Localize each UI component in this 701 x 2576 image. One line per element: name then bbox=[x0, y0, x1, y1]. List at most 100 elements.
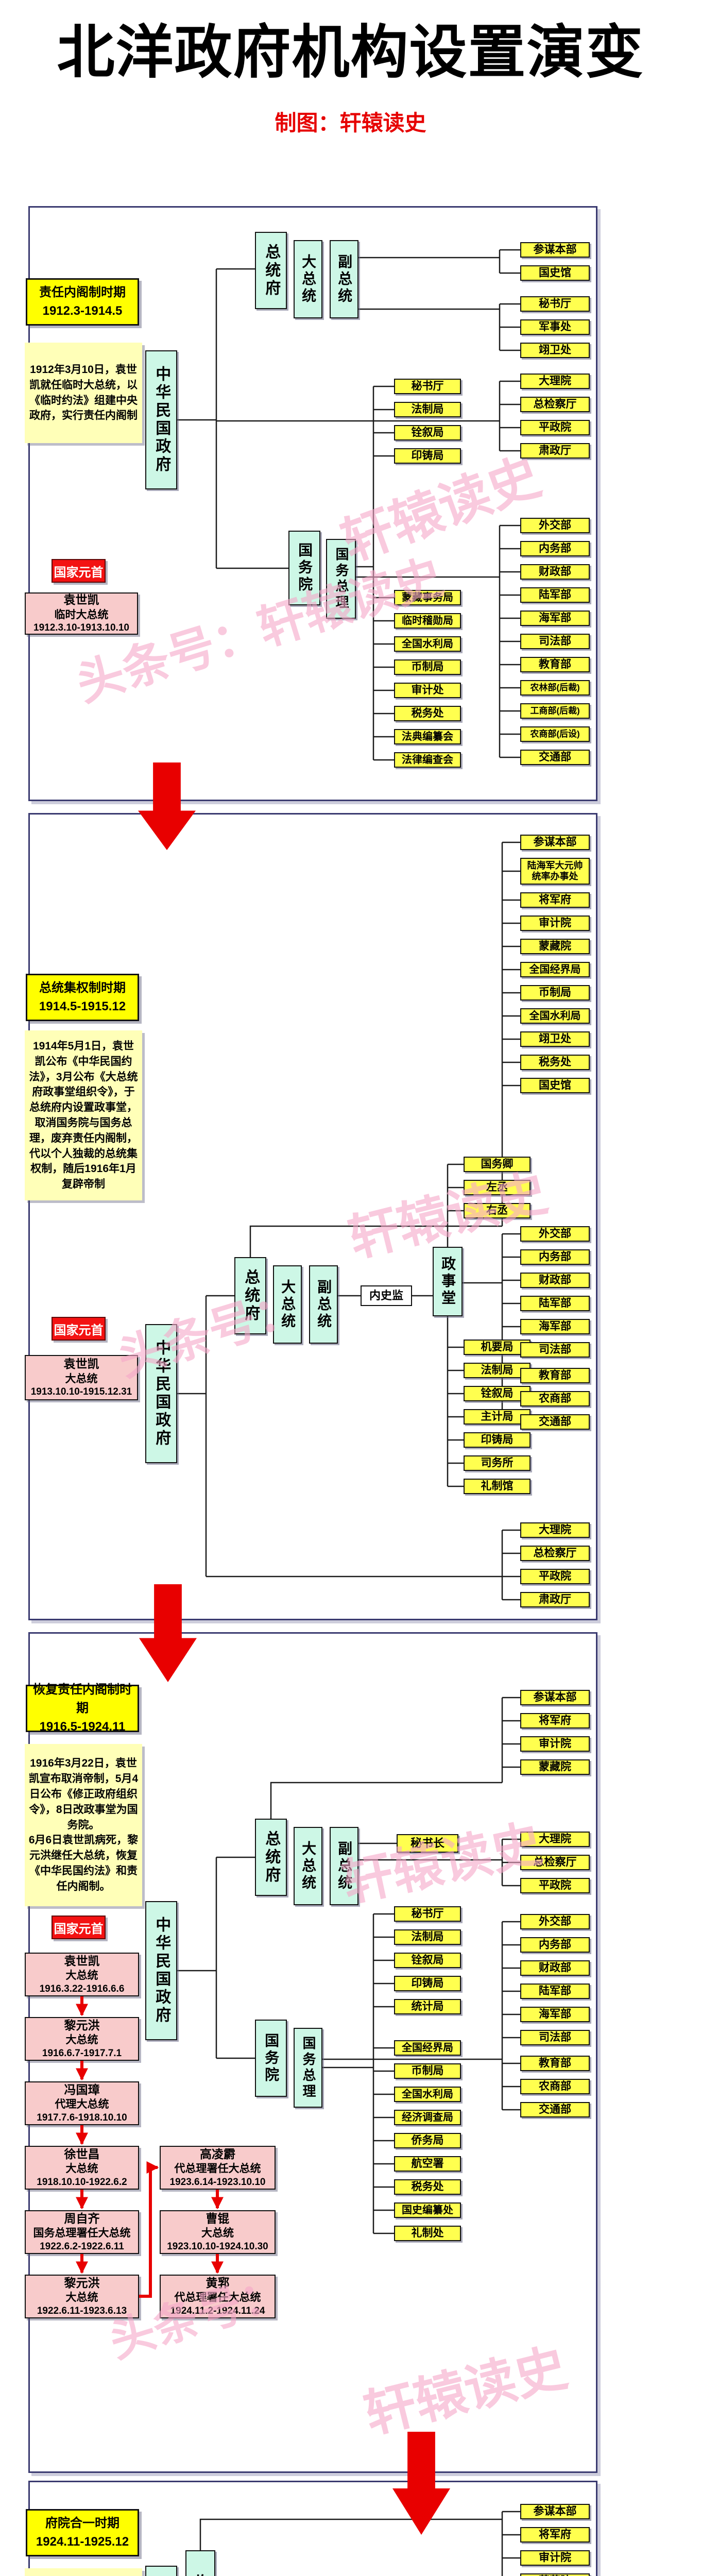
org-box: 铨叙局 bbox=[464, 1386, 531, 1401]
gov-box: 临时执政 bbox=[185, 2550, 215, 2576]
gov-box: 大总统 bbox=[294, 240, 322, 318]
org-box: 教育部 bbox=[520, 2056, 590, 2071]
gov-box: 副总统 bbox=[309, 1265, 338, 1344]
org-box: 航空署 bbox=[394, 2156, 461, 2172]
org-box: 税务处 bbox=[394, 706, 461, 721]
org-box: 参谋本部 bbox=[520, 1690, 590, 1705]
president-line: 大总统 bbox=[65, 2163, 98, 2175]
gov-box: 中华民国临时政府 bbox=[145, 2566, 177, 2576]
org-box: 统计局 bbox=[394, 1999, 461, 2014]
org-box: 全国经界局 bbox=[520, 962, 590, 977]
org-box: 税务处 bbox=[520, 1055, 590, 1070]
president-line: 国务总理署任大总统 bbox=[33, 2227, 131, 2240]
org-box: 礼制馆 bbox=[464, 1479, 531, 1494]
president-line: 1924.11.2-1924.11.24 bbox=[170, 2305, 265, 2316]
gov-box: 国务院 bbox=[255, 2020, 287, 2097]
president-line: 高凌霨 bbox=[200, 2147, 235, 2161]
org-box: 国务卿 bbox=[464, 1157, 531, 1172]
gov-box: 总统府 bbox=[255, 232, 287, 309]
section-frame bbox=[28, 813, 597, 1620]
org-box: 秘书厅 bbox=[520, 296, 590, 312]
org-box: 蒙藏院 bbox=[520, 939, 590, 954]
org-box: 农商部 bbox=[520, 1391, 590, 1406]
org-box: 全国水利局 bbox=[394, 2087, 461, 2102]
org-box: 翊卫处 bbox=[520, 1031, 590, 1047]
org-box: 币制局 bbox=[394, 659, 461, 675]
president-line: 代总理署任大总统 bbox=[174, 2292, 261, 2304]
org-box: 内务部 bbox=[520, 1937, 590, 1953]
president-line: 1918.10.10-1922.6.2 bbox=[37, 2176, 127, 2188]
org-box: 参谋本部 bbox=[520, 242, 590, 258]
page-subtitle: 制图：轩辕读史 bbox=[275, 111, 426, 135]
org-box: 海军部 bbox=[520, 2007, 590, 2022]
president-line: 1922.6.11-1923.6.13 bbox=[37, 2305, 127, 2316]
president-line: 1917.7.6-1918.10.10 bbox=[37, 2112, 127, 2123]
page-title: 北洋政府机构设置演变 bbox=[57, 20, 644, 84]
org-box: 将军府 bbox=[520, 1713, 590, 1728]
org-box: 司务所 bbox=[464, 1455, 531, 1471]
org-box: 总检察厅 bbox=[520, 1546, 590, 1561]
desc-box: 1916年3月22日，袁世凯宣布取消帝制，5月4日公布《修正政府组织令》，8日改… bbox=[25, 1744, 142, 1906]
org-box-line: 陆海军大元帅 bbox=[527, 860, 583, 871]
org-box: 参谋本部 bbox=[520, 835, 590, 850]
period-line: 1916.5-1924.11 bbox=[39, 1720, 126, 1734]
org-box: 财政部 bbox=[520, 1273, 590, 1288]
president-line: 1916.3.22-1916.6.6 bbox=[39, 1983, 125, 1994]
president-line: 1923.10.10-1924.10.30 bbox=[167, 2241, 268, 2252]
org-box: 翊卫处 bbox=[520, 343, 590, 358]
white-box: 内史监 bbox=[361, 1285, 412, 1306]
desc-box: 1914年5月1日，袁世凯公布《中华民国约法》，3月公布《大总统府政事堂组织令》… bbox=[25, 1030, 142, 1200]
org-box: 秘书厅 bbox=[394, 1906, 461, 1922]
org-box: 外交部 bbox=[520, 518, 590, 533]
org-box: 财政部 bbox=[520, 1960, 590, 1976]
org-box: 蒙藏事务局 bbox=[394, 590, 461, 605]
president-line: 临时大总统 bbox=[54, 608, 109, 621]
president-line: 冯国璋 bbox=[64, 2082, 100, 2096]
period-line: 府院合一时期 bbox=[45, 2516, 119, 2530]
org-box: 币制局 bbox=[520, 985, 590, 1001]
org-box: 全国水利局 bbox=[520, 1008, 590, 1024]
org-box: 海军部 bbox=[520, 1319, 590, 1334]
gov-box: 副总统 bbox=[330, 240, 358, 318]
org-box: 国史馆 bbox=[520, 1078, 590, 1093]
president-line: 大总统 bbox=[65, 2292, 98, 2304]
period-line: 责任内阁制时期 bbox=[39, 285, 126, 299]
org-box: 内务部 bbox=[520, 1249, 590, 1265]
president-line: 曹锟 bbox=[206, 2211, 230, 2225]
org-box: 交通部 bbox=[520, 2102, 590, 2117]
president-line: 黎元洪 bbox=[64, 2018, 100, 2032]
org-box: 陆海军大元帅统率办事处 bbox=[520, 858, 590, 885]
org-box: 外交部 bbox=[520, 1914, 590, 1929]
org-box: 临时稽勋局 bbox=[394, 613, 461, 629]
org-box: 外交部 bbox=[520, 1226, 590, 1242]
gov-box: 国务院 bbox=[288, 531, 320, 605]
president-line: 袁世凯 bbox=[63, 1357, 99, 1371]
org-box: 司法部 bbox=[520, 2030, 590, 2045]
president-line: 大总统 bbox=[201, 2227, 234, 2240]
org-box: 教育部 bbox=[520, 657, 590, 672]
org-box: 交通部 bbox=[520, 1414, 590, 1430]
head-of-state-label: 国家元首 bbox=[52, 1317, 106, 1341]
president-line: 1912.3.10-1913.10.10 bbox=[33, 622, 129, 634]
org-box: 法典编纂会 bbox=[394, 729, 461, 744]
section-frame bbox=[28, 206, 597, 801]
org-box: 机要局 bbox=[464, 1340, 531, 1355]
org-box: 平政院 bbox=[520, 1569, 590, 1584]
org-box: 平政院 bbox=[520, 1878, 590, 1893]
org-box: 平政院 bbox=[520, 420, 590, 435]
period-line: 1914.5-1915.12 bbox=[39, 999, 126, 1013]
president-line: 袁世凯 bbox=[64, 1954, 100, 1968]
gov-box: 大总统 bbox=[273, 1265, 302, 1344]
org-box: 农林部(后裁) bbox=[520, 680, 590, 696]
org-box: 工商部(后裁) bbox=[520, 703, 590, 719]
org-box: 大理院 bbox=[520, 1522, 590, 1538]
org-box: 审计院 bbox=[520, 916, 590, 931]
gov-box: 总统府 bbox=[234, 1257, 266, 1334]
